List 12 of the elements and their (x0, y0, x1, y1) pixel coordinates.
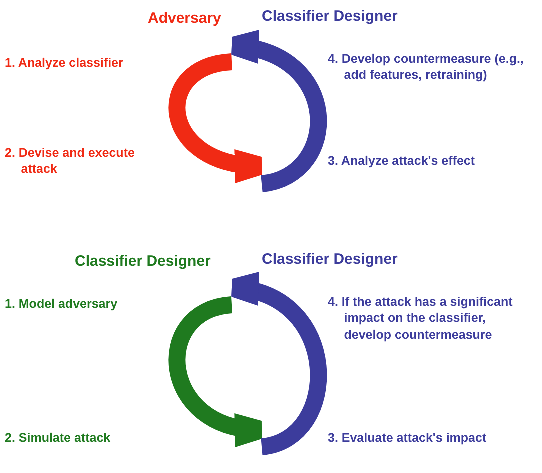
heading: Classifier Designer (75, 252, 212, 272)
step-text: 4. If the attack has a significant impact on the classifier, develop countermeasure (328, 294, 514, 343)
heading: Classifier Designer (262, 7, 399, 26)
step-text: 4. Develop countermeasure (e.g., add features, retraining) (328, 51, 525, 84)
step-text: 3. Analyze attack's effect (328, 153, 476, 170)
step-text: 2. Simulate attack (5, 430, 112, 446)
heading: Adversary (148, 9, 222, 28)
step-text: 1. Model adversary (5, 296, 119, 312)
step-text: 1. Analyze classifier (5, 55, 124, 72)
step-text: 3. Evaluate attack's impact (328, 430, 488, 446)
heading: Classifier Designer (262, 250, 399, 270)
step-text: 2. Devise and execute attack (5, 145, 136, 178)
